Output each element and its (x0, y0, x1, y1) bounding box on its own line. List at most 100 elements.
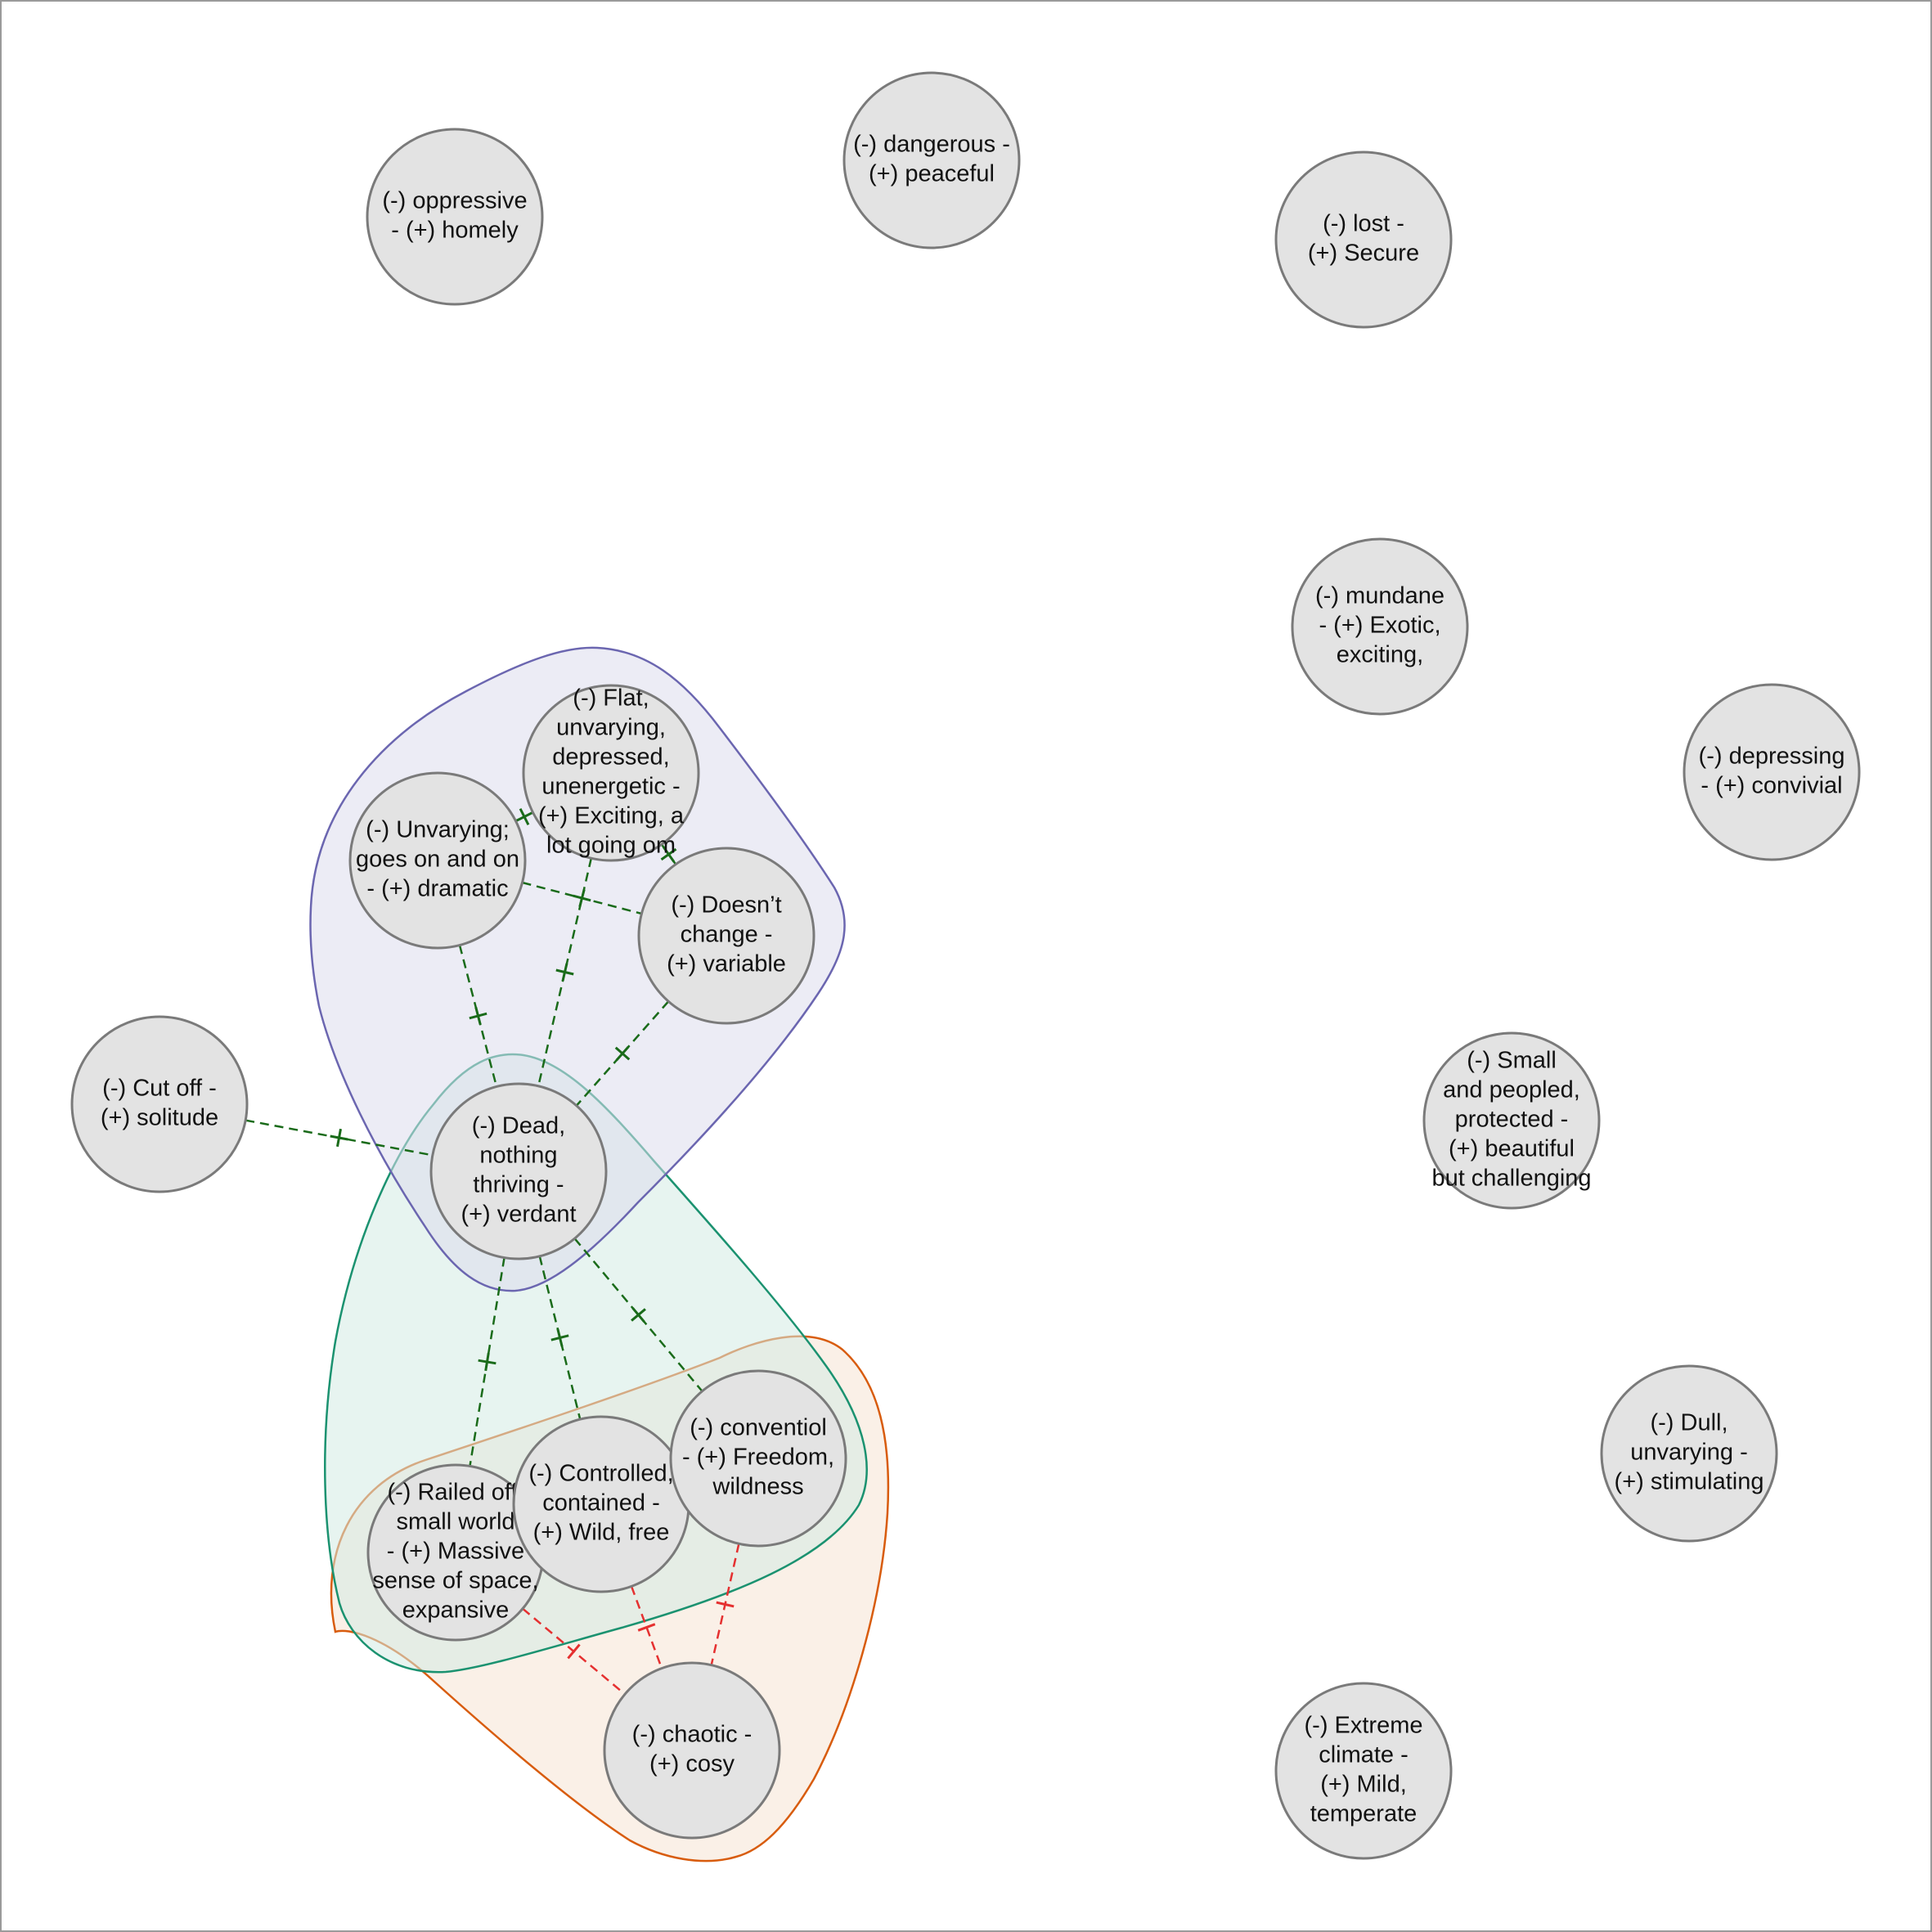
node-label-line: (-) mundane (1315, 583, 1445, 609)
plus-marker-icon (631, 1307, 646, 1323)
link-cutoff-dead[interactable] (245, 1119, 434, 1157)
node-label-line: expansive (402, 1597, 510, 1624)
plus-marker-icon (555, 963, 574, 982)
node-circle (1274, 1682, 1453, 1860)
node-label-line: (-) depressing (1699, 744, 1845, 770)
node-label-line: (+) Mild, (1320, 1772, 1407, 1798)
node-circle (842, 71, 1021, 249)
node-label-line: small world (396, 1509, 514, 1535)
minus-marker-icon (567, 1643, 581, 1660)
node-label-line: (-) Unvarying; (366, 817, 510, 843)
node-label-line: goes on and on (356, 847, 519, 873)
node-label-line: temperate (1310, 1801, 1418, 1827)
node-label-line: and peopled, (1443, 1077, 1580, 1103)
node-circle (603, 1661, 781, 1840)
node-label-line: (+) solitude (101, 1105, 218, 1131)
link-dead-controlled[interactable] (538, 1256, 582, 1420)
node-convention[interactable]: (-) conventiol - (+) Freedom, wildness (669, 1369, 847, 1548)
link-doesnt-dead[interactable] (575, 1000, 670, 1107)
minus-marker-icon (637, 1623, 656, 1632)
link-unvarying-dead[interactable] (458, 945, 498, 1087)
node-label-line: climate - (1319, 1742, 1409, 1768)
link-dead-railed[interactable] (469, 1257, 505, 1467)
node-label-line: (-) Cut off - (102, 1076, 217, 1102)
node-label-line: (-) chaotic - (632, 1722, 753, 1748)
node-label-line: - (+) convivial (1701, 773, 1842, 799)
node-label-line: (+) stimulating (1615, 1469, 1764, 1495)
link-dead-convention[interactable] (573, 1238, 703, 1392)
link-flat-dead[interactable] (537, 857, 593, 1087)
node-label-line: (+) Exciting, a (538, 803, 685, 829)
node-railed[interactable]: (-) Railed off, small world - (+) Massive s… (366, 1463, 545, 1642)
plus-marker-icon (614, 1045, 631, 1062)
node-label-line: - (+) Massive (387, 1539, 524, 1565)
link-unvarying-flat[interactable] (514, 808, 534, 825)
node-label-line: (+) Secure (1308, 240, 1419, 267)
node-label-line: (+) Wild, free (533, 1520, 670, 1546)
node-label-line: wildness (712, 1474, 803, 1500)
node-label-line: - (+) Exotic, (1319, 613, 1440, 639)
node-chaotic[interactable]: (-) chaotic - (+) cosy (603, 1661, 781, 1840)
node-label-line: change - (681, 922, 773, 948)
node-label-line: (+) verdant (461, 1202, 576, 1228)
minus-marker-icon (716, 1601, 735, 1608)
node-circle (70, 1015, 249, 1193)
node-circle (522, 684, 700, 862)
node-label-line: (-) oppressive (382, 188, 527, 214)
node-label-line: unvarying, (556, 715, 666, 741)
nodes-layer: (-) oppressive - (+) homely (-) dangerous … (70, 71, 1861, 1860)
node-label-line: (+) variable (667, 951, 786, 977)
node-label-line: (-) conventiol (690, 1415, 827, 1441)
node-label-line: (-) Small (1467, 1048, 1557, 1074)
node-label-line: (-) Flat, (573, 685, 649, 712)
node-mundane[interactable]: (-) mundane- (+) Exotic,exciting, (1291, 537, 1469, 716)
node-oppressive[interactable]: (-) oppressive - (+) homely (366, 128, 544, 306)
node-label-line: (-) dangerous - (853, 132, 1010, 158)
node-circle (1683, 683, 1861, 861)
node-label-line: (-) Controlled, (528, 1461, 673, 1487)
plus-marker-icon (515, 808, 533, 825)
node-label-line: - (+) dramatic (366, 876, 508, 902)
node-label-line: nothing (479, 1143, 557, 1169)
node-cutoff[interactable]: (-) Cut off - (+) solitude (70, 1015, 249, 1193)
node-circle (1422, 1031, 1601, 1210)
link-controlled-chaotic[interactable] (630, 1585, 663, 1669)
node-dangerous[interactable]: (-) dangerous - (+) peaceful (842, 71, 1021, 249)
node-flat[interactable]: (-) Flat,unvarying,depressed,unenergetic… (522, 684, 700, 862)
node-label-line: (-) Extreme (1305, 1713, 1423, 1739)
link-railed-chaotic[interactable] (522, 1607, 626, 1696)
node-label-line: (+) peaceful (869, 161, 995, 187)
node-label-line: (+) cosy (649, 1751, 735, 1777)
node-circle (348, 771, 527, 950)
node-label-line: sense of space, (372, 1568, 538, 1594)
node-label-line: protected - (1455, 1107, 1569, 1133)
node-label-line: - (+) homely (391, 218, 519, 244)
node-dull[interactable]: (-) Dull,unvarying -(+) stimulating (1600, 1364, 1778, 1543)
node-circle (1600, 1364, 1778, 1543)
node-depressing[interactable]: (-) depressing - (+) convivial (1683, 683, 1861, 861)
node-controlled[interactable]: (-) Controlled, contained - (+) Wild, free (512, 1415, 690, 1593)
node-label-line: (-) Railed off, (387, 1480, 523, 1506)
link-convention-chaotic[interactable] (710, 1543, 740, 1665)
node-label-line: but challenging (1431, 1166, 1591, 1192)
node-label-line: lot going om (546, 833, 676, 859)
node-circle (1291, 537, 1469, 716)
node-label-line: (-) Dead, (472, 1113, 565, 1139)
node-label-line: (-) Dull, (1650, 1410, 1728, 1436)
node-lost[interactable]: (-) lost - (+) Secure (1274, 151, 1453, 329)
node-circle (429, 1082, 608, 1260)
node-unvarying[interactable]: (-) Unvarying; goes on and on - (+) dramat… (348, 771, 527, 950)
node-extreme[interactable]: (-) Extreme climate - (+) Mild, temperate (1274, 1682, 1453, 1860)
plus-marker-icon (478, 1352, 496, 1372)
node-label-line: (-) lost - (1323, 211, 1404, 237)
node-label-line: - (+) Freedom, (682, 1445, 834, 1471)
link-flat-doesnt[interactable] (660, 843, 677, 865)
node-label-line: contained - (542, 1490, 660, 1516)
node-label-line: unenergetic - (541, 774, 680, 800)
node-circle (1274, 151, 1453, 329)
